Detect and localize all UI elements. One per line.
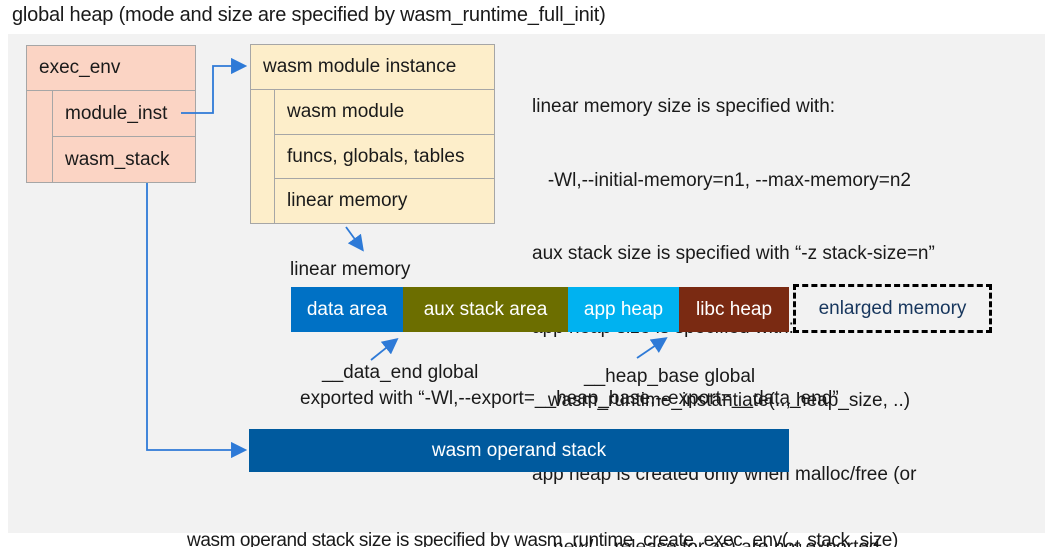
- exec-env-field-module-inst: module_inst: [65, 102, 168, 124]
- note-line: -Wl,--initial-memory=n1, --max-memory=n2: [532, 169, 911, 191]
- segment-aux-stack-area: aux stack area: [403, 287, 568, 332]
- diagram-title: global heap (mode and size are specified…: [12, 4, 606, 26]
- segment-enlarged-memory: enlarged memory: [793, 284, 992, 333]
- heap-base-global-label: __heap_base global: [584, 366, 756, 387]
- module-instance-indent-strip: [251, 90, 275, 223]
- linear-memory-bar: data area aux stack area app heap libc h…: [291, 287, 789, 332]
- exec-env-indent-strip: [27, 91, 53, 182]
- note-line: linear memory size is specified with:: [532, 96, 836, 117]
- segment-libc-heap: libc heap: [679, 287, 789, 332]
- segment-data-area: data area: [291, 287, 403, 332]
- note-line: wasm_runtime_instantiate(.., heap_size, …: [532, 390, 911, 411]
- footer-line: wasm operand stack size is specified by …: [187, 530, 898, 547]
- wasm-operand-stack-bar: wasm operand stack: [249, 429, 789, 472]
- exec-env-field-wasm-stack: wasm_stack: [53, 136, 195, 182]
- exported-flags-label: exported with “-Wl,--export=__heap_base,…: [300, 388, 839, 409]
- note-line: aux stack size is specified with “-z sta…: [532, 243, 935, 264]
- exec-env-header: exec_env: [27, 46, 195, 91]
- exec-env-box: exec_env module_inst wasm_stack: [26, 45, 196, 183]
- segment-app-heap: app heap: [568, 287, 679, 332]
- module-instance-field-funcs-globals-tables: funcs, globals, tables: [275, 133, 494, 179]
- module-instance-box: wasm module instance wasm module funcs, …: [250, 44, 495, 224]
- module-instance-field-wasm-module: wasm module: [287, 100, 405, 122]
- linear-memory-label: linear memory: [290, 259, 411, 280]
- footer-note: wasm operand stack size is specified by …: [187, 481, 898, 547]
- data-end-global-label: __data_end global: [322, 362, 479, 383]
- module-instance-field-linear-memory: linear memory: [275, 178, 494, 223]
- module-instance-header: wasm module instance: [251, 45, 494, 90]
- note-line: __new/__release for as) are not exported: [532, 536, 935, 547]
